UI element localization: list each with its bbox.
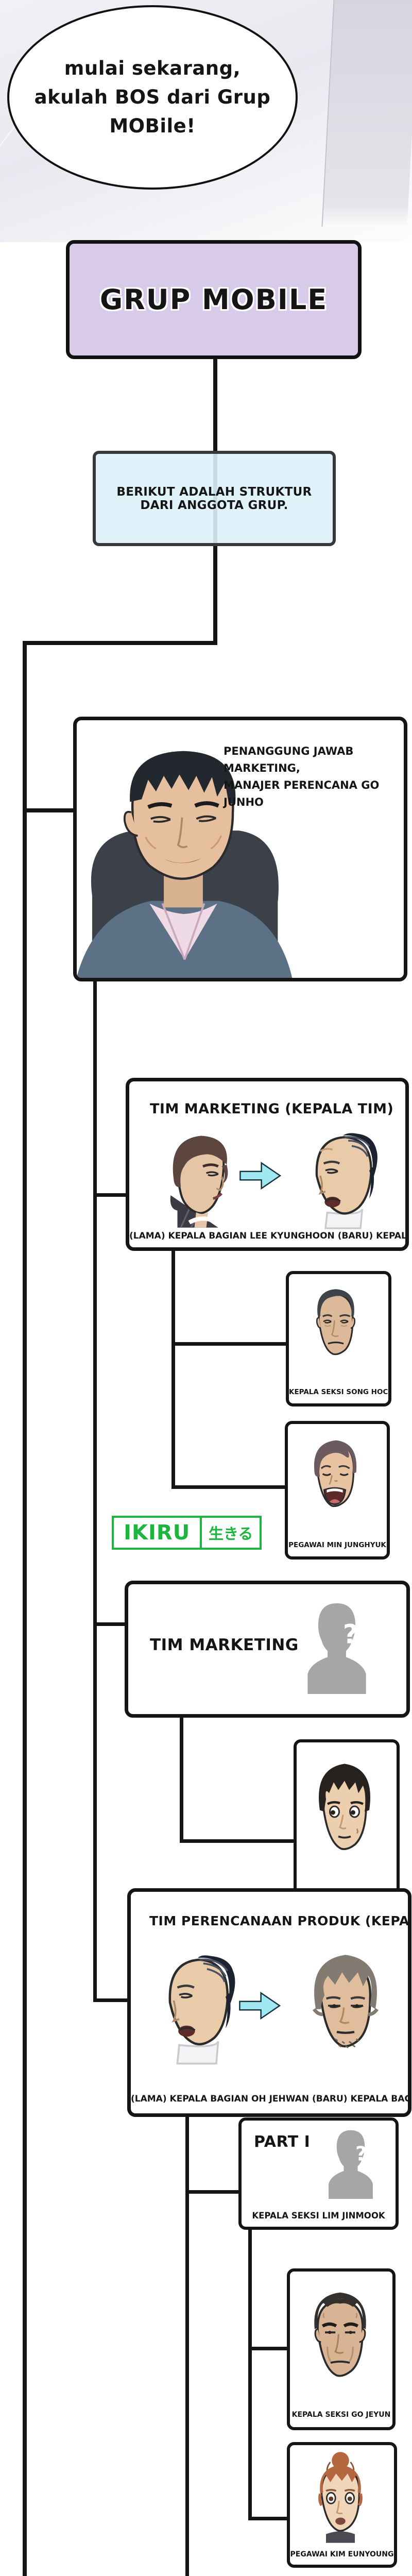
org-intro-box: BERIKUT ADALAH STRUKTUR DARI ANGGOTA GRU…: [93, 451, 336, 546]
kim-eunyoung-caption: PEGAWAI KIM EUNYOUNG: [290, 2550, 394, 2558]
portrait-kim-hyunmin-illustration: [312, 1955, 379, 2048]
transition-arrow-icon: [239, 1161, 282, 1190]
unknown-question-mark-2: ?: [355, 2142, 367, 2165]
kim-eunyoung-card: PEGAWAI KIM EUNYOUNG: [287, 2442, 397, 2568]
connector-vacant-branch: [180, 1709, 183, 1843]
manager-role-line2: MANAJER PERENCANA GO JUNHO: [224, 779, 380, 808]
portrait-kim-eunyoung-illustration: [318, 2452, 363, 2543]
product-planning-card: TIM PERENCANAAN PRODUK (KEPALA TIM): [127, 1888, 411, 2117]
connector-to-marketing-team: [93, 1193, 127, 1197]
part1-caption: KEPALA SEKSI LIM JINMOOK: [252, 2211, 385, 2221]
portrait-min-junghyuk-shouting-illustration: [314, 1440, 357, 1507]
product-planning-title: TIM PERENCANAAN PRODUK (KEPALA TIM): [149, 1913, 409, 1928]
product-planning-caption: (LAMA) KEPALA BAGIAN OH JEHWAN (BARU) KE…: [131, 2094, 411, 2104]
go-jeyun-caption: KEPALA SEKSI GO JEYUN: [291, 2411, 391, 2419]
connector-to-marketing-vacant: [93, 1622, 126, 1626]
connector-main-spine: [23, 641, 27, 2576]
connector-product-branch: [185, 2108, 189, 2576]
min-junghyuk-card-a: PEGAWAI MIN JUNGHYUK: [285, 1421, 390, 1560]
portrait-song-hochan-illustration: [316, 1289, 356, 1355]
connector-to-min-junghyuk-b: [180, 1839, 295, 1843]
connector-to-song-hochan: [171, 1342, 287, 1346]
unknown-person-icon-2: ?: [329, 2130, 373, 2199]
manager-card: PENANGGUNG JAWAB MARKETING, MANAJER PERE…: [73, 717, 407, 981]
portrait-lee-kyunghoon-illustration: [170, 1136, 228, 1228]
connector-to-go-jeyun: [248, 2347, 288, 2350]
transition-arrow-icon-2: [239, 1991, 281, 2020]
marketing-vacant-card: TIM MARKETING ?: [125, 1581, 410, 1718]
background-door: [321, 0, 412, 227]
min-junghyuk-caption-a: PEGAWAI MIN JUNGHYUK: [288, 1541, 386, 1549]
connector-marketing-branch: [171, 1242, 175, 1489]
portrait-go-junho-illustration: [77, 751, 293, 978]
org-root-label: GRUP MOBILE: [99, 283, 328, 316]
song-hochan-caption: KEPALA SEKSI SONG HOCHAN: [289, 1388, 388, 1396]
go-jeyun-card: KEPALA SEKSI GO JEYUN: [287, 2268, 396, 2430]
speech-line-2: akulah BOS dari Grup: [34, 86, 271, 108]
connector-to-product-planning: [93, 1998, 128, 2002]
marketing-team-caption: (LAMA) KEPALA BAGIAN LEE KYUNGHOON (BARU…: [129, 1231, 407, 1241]
connector-to-kim-eunyoung: [248, 2517, 288, 2520]
connector-to-manager-card: [25, 808, 75, 812]
marketing-team-card: TIM MARKETING (KEPALA TIM): [126, 1078, 409, 1251]
marketing-vacant-title: TIM MARKETING: [150, 1636, 299, 1654]
portrait-oh-jehwan-2-illustration: [168, 1955, 235, 2065]
marketing-team-title: TIM MARKETING (KEPALA TIM): [150, 1101, 394, 1117]
connector-elbow-horizontal: [25, 641, 217, 645]
ikiru-watermark-japanese: 生きる: [200, 1518, 260, 1548]
portrait-min-junghyuk-young-illustration: [319, 1764, 370, 1850]
speech-line-3: MOBile!: [109, 115, 196, 137]
unknown-question-mark: ?: [343, 1619, 358, 1650]
manager-role-line1: PENANGGUNG JAWAB MARKETING,: [224, 745, 354, 774]
unknown-person-icon: ?: [307, 1603, 366, 1694]
connector-part1-branch: [248, 2222, 252, 2520]
part1-card: PART I ? KEPALA SEKSI LIM JINMOOK: [238, 2117, 399, 2230]
speech-bubble: mulai sekarang, akulah BOS dari Grup MOB…: [7, 5, 298, 190]
connector-manager-branch: [93, 973, 97, 2002]
connector-to-min-junghyuk-a: [171, 1485, 286, 1489]
connector-to-part1: [185, 2190, 240, 2194]
song-hochan-card: KEPALA SEKSI SONG HOCHAN: [286, 1271, 391, 1406]
org-root-box: GRUP MOBILE: [66, 240, 362, 359]
portrait-oh-jehwan-illustration: [315, 1133, 377, 1229]
ikiru-watermark: IKIRU 生きる: [112, 1516, 262, 1550]
part1-title: PART I: [254, 2133, 311, 2151]
portrait-go-jeyun-illustration: [314, 2292, 366, 2377]
manager-role-text: PENANGGUNG JAWAB MARKETING, MANAJER PERE…: [224, 743, 396, 811]
org-intro-label: BERIKUT ADALAH STRUKTUR DARI ANGGOTA GRU…: [116, 485, 312, 512]
speech-line-1: mulai sekarang,: [64, 57, 241, 79]
ikiru-watermark-latin: IKIRU: [124, 1521, 191, 1545]
